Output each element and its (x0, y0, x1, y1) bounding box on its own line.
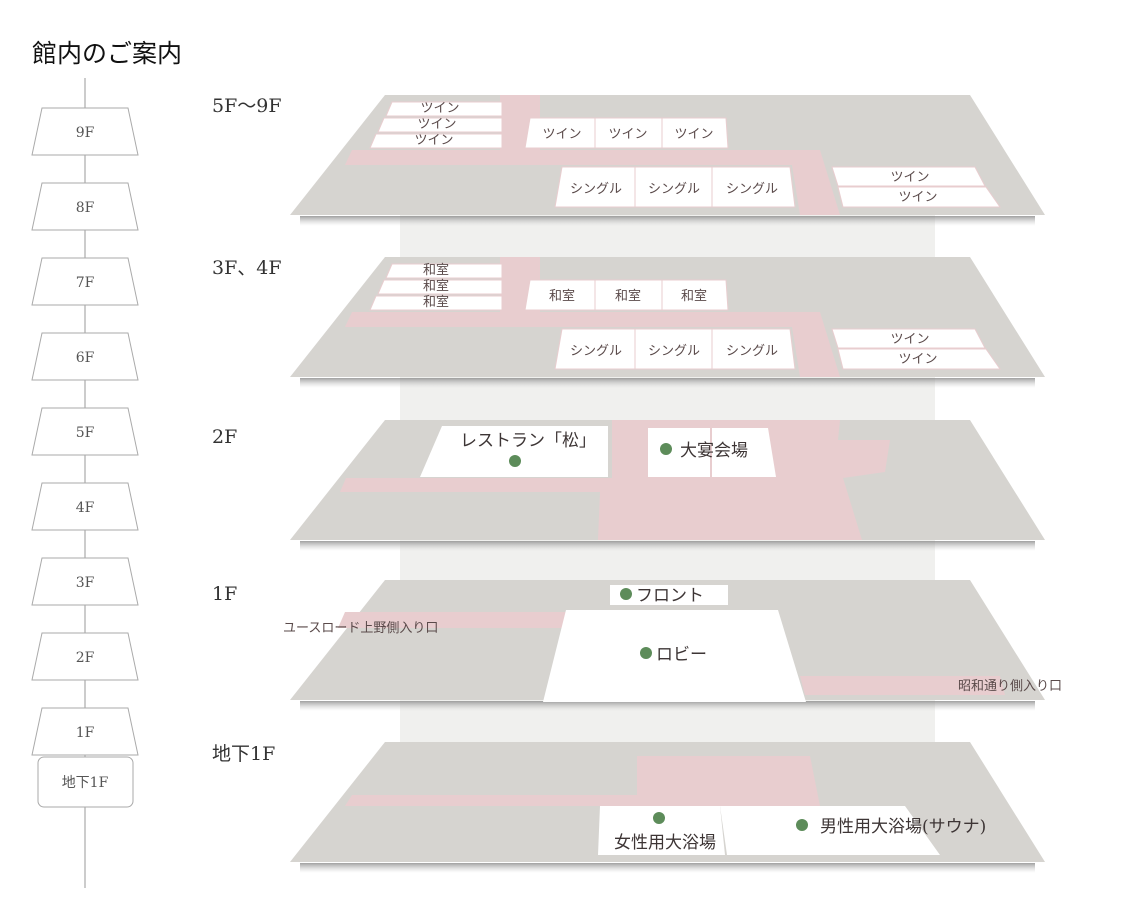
nav-floor-7[interactable]: 2F (31, 632, 139, 681)
nav-label: 6F (76, 350, 95, 366)
room-single: シングル (648, 182, 700, 197)
nav-floor-0[interactable]: 9F (31, 107, 139, 156)
marker-icon (509, 455, 521, 467)
banquet-area (648, 428, 710, 477)
nav-floor-9[interactable]: 地下1F (37, 756, 134, 808)
nav-label: 1F (76, 725, 95, 741)
men-bath-label: 男性用大浴場(サウナ) (820, 817, 986, 837)
room-twin: ツイン (542, 127, 581, 142)
room-washitsu: 和室 (615, 288, 641, 304)
floor-5f-9f[interactable]: 5F〜9F ツイン ツイン ツイン ツイン ツイン ツイン シングル シングル … (212, 95, 1045, 226)
marker-icon (640, 647, 652, 659)
floor-shadow (300, 701, 1035, 711)
page-title: 館内のご案内 (32, 39, 183, 68)
nav-button-shape (31, 632, 139, 681)
lobby-label: ロビー (656, 645, 707, 665)
nav-button-shape (31, 107, 139, 156)
nav-label: 7F (76, 275, 95, 291)
nav-floor-1[interactable]: 8F (31, 182, 139, 231)
room-twin: ツイン (898, 352, 937, 367)
nav-floor-2[interactable]: 7F (31, 257, 139, 306)
floor-nav: 9F 8F 7F 6F 5F 4F 3F 2F 1F 地下1F (31, 78, 139, 888)
room-washitsu: 和室 (423, 294, 449, 310)
front-area (610, 585, 728, 605)
room-single: シングル (570, 182, 622, 197)
room-twin: ツイン (674, 127, 713, 142)
room-washitsu: 和室 (423, 262, 449, 278)
nav-label: 8F (76, 200, 95, 216)
floor-label: 3F、4F (212, 257, 282, 279)
floor-label: 地下1F (212, 743, 275, 765)
nav-label: 3F (76, 575, 95, 591)
nav-button-shape (31, 557, 139, 606)
room-twin: ツイン (608, 127, 647, 142)
nav-button-shape (31, 482, 139, 531)
corridor (345, 95, 840, 215)
restaurant-label: レストラン「松」 (460, 431, 596, 451)
room-washitsu: 和室 (681, 288, 707, 304)
floor-shadow (300, 863, 1035, 873)
nav-button-shape (31, 707, 139, 756)
nav-button-shape (31, 332, 139, 381)
floor-shadow (300, 216, 1035, 226)
banquet-area (712, 428, 776, 477)
floor-shadow (300, 541, 1035, 551)
nav-floor-5[interactable]: 4F (31, 482, 139, 531)
nav-floor-4[interactable]: 5F (31, 407, 139, 456)
corridor (338, 612, 568, 628)
room-single: シングル (648, 344, 700, 359)
floor-label: 5F〜9F (212, 95, 282, 117)
floor-label: 2F (212, 426, 237, 448)
corridor (345, 756, 820, 806)
nav-floor-8[interactable]: 1F (31, 707, 139, 756)
marker-icon (660, 443, 672, 455)
room-twin: ツイン (890, 170, 929, 185)
floor-2f[interactable]: 2F レストラン「松」 大宴会場 (212, 420, 1045, 551)
marker-icon (620, 588, 632, 600)
nav-button-shape (31, 407, 139, 456)
floor-3f-4f[interactable]: 3F、4F 和室 和室 和室 和室 和室 和室 シングル シングル シングル ツ… (212, 257, 1045, 388)
floor-b1[interactable]: 地下1F 女性用大浴場 男性用大浴場(サウナ) (212, 742, 1045, 873)
entrance-label: ユースロード上野側入り口 (283, 621, 438, 636)
women-bath-label: 女性用大浴場 (614, 833, 716, 853)
nav-label: 地下1F (62, 775, 109, 791)
room-single: シングル (726, 344, 778, 359)
nav-floor-3[interactable]: 6F (31, 332, 139, 381)
entrance-label: 昭和通り側入り口 (958, 679, 1062, 694)
room-single: シングル (726, 182, 778, 197)
lobby-area (543, 610, 806, 702)
corridor (800, 676, 1005, 695)
corridor (345, 257, 840, 377)
nav-floor-6[interactable]: 3F (31, 557, 139, 606)
women-bath-area (598, 806, 725, 855)
room-twin: ツイン (890, 332, 929, 347)
room-washitsu: 和室 (549, 288, 575, 304)
nav-label: 5F (76, 425, 95, 441)
room-twin: ツイン (417, 117, 456, 132)
room-twin: ツイン (414, 133, 453, 148)
marker-icon (796, 819, 808, 831)
men-bath-area (720, 806, 940, 855)
floor-1f[interactable]: 1F フロント ロビー ユースロード上野側入り口 昭和通り側入り口 (212, 580, 1062, 711)
room-washitsu: 和室 (423, 278, 449, 294)
floor-label: 1F (212, 583, 237, 605)
room-single: シングル (570, 344, 622, 359)
restaurant-area (420, 426, 608, 477)
room-twin: ツイン (420, 101, 459, 116)
floor-shadow (300, 378, 1035, 388)
front-label: フロント (636, 586, 704, 606)
marker-icon (653, 812, 665, 824)
nav-button-shape (31, 182, 139, 231)
nav-label: 9F (76, 125, 95, 141)
room-twin: ツイン (898, 190, 937, 205)
nav-label: 4F (76, 500, 95, 516)
nav-button-shape (31, 257, 139, 306)
nav-label: 2F (76, 650, 95, 666)
nav-button-shape (37, 756, 134, 808)
banquet-label: 大宴会場 (680, 441, 748, 461)
